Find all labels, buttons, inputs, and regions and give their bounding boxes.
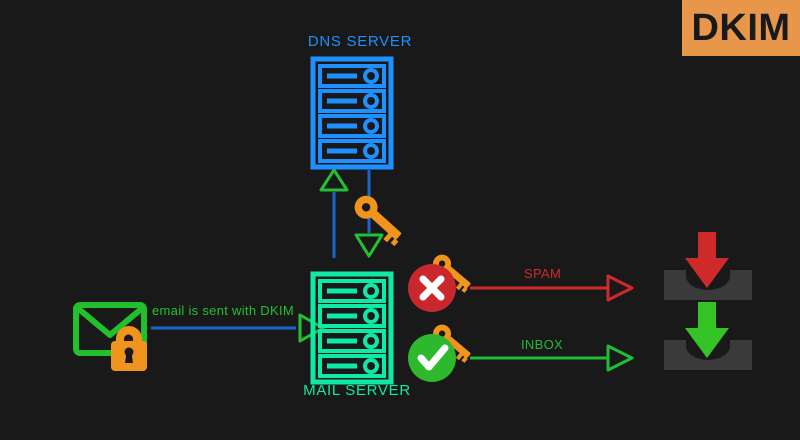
edge-spam-route (470, 274, 634, 302)
key-icon-fail (433, 254, 471, 293)
dkim-badge: DKIM (682, 0, 800, 56)
edge-label-spam: SPAM (524, 266, 562, 281)
server-rack-icon-mail (310, 271, 394, 385)
edge-mail-to-dns-lookup (319, 168, 349, 258)
down-arrow-icon-spam (685, 232, 729, 288)
check-circle-with-key-icon (408, 324, 471, 382)
inbox-tray-download-icon-inbox (664, 302, 752, 370)
mail-server-label: MAIL SERVER (303, 382, 411, 399)
envelope-with-lock-icon (73, 302, 147, 371)
edge-label-inbox: INBOX (521, 337, 563, 352)
down-arrow-icon-inbox (685, 302, 729, 358)
dkim-badge-label: DKIM (691, 7, 791, 49)
server-rack-icon-dns (310, 56, 394, 170)
key-icon-dns-response (354, 195, 402, 247)
inbox-tray-download-icon-spam (664, 232, 752, 300)
edge-inbox-route (470, 344, 634, 372)
x-circle-with-key-icon (408, 254, 471, 312)
dns-server-label: DNS SERVER (307, 33, 413, 50)
edge-label-email-sent: email is sent with DKIM (152, 303, 294, 318)
